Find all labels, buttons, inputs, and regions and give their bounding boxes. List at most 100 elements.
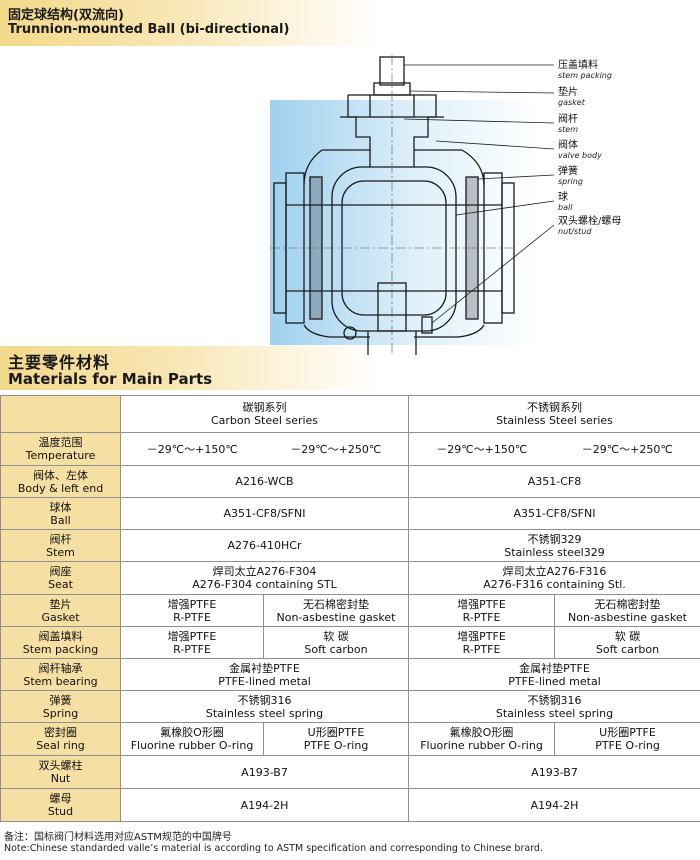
row-header-stud: 螺母 Stud xyxy=(0,788,121,822)
table-row: 弹簧 Spring 不锈钢316 Stainless steel spring … xyxy=(0,690,700,723)
callout-stem-packing-cn: 压盖填料 xyxy=(558,58,598,71)
cell-line-cn: U形圈PTFE xyxy=(307,726,365,739)
table-row: 碳钢系列 Carbon Steel series 不锈钢系列 Stainless… xyxy=(0,395,700,433)
row-label-en: Seal ring xyxy=(36,739,85,752)
row-label-en: Stud xyxy=(47,805,74,818)
diagram-background xyxy=(270,100,538,345)
row-label-en: Stem bearing xyxy=(23,674,98,688)
cell: A193-B7 xyxy=(408,755,700,789)
row-label-cn: 弹簧 xyxy=(49,693,72,707)
cell: 焊司太立A276-F316 A276-F316 containing Stl. xyxy=(408,561,700,595)
valve-cross-section-diagram: 压盖填料 stem packing 垫片 gasket 阀杆 stem 阀体 v… xyxy=(270,55,621,355)
callout-valve-body-en: valve body xyxy=(558,151,602,160)
group-stainless-cn: 不锈钢系列 xyxy=(527,401,582,414)
cell-line-cn: 增强PTFE xyxy=(167,629,217,643)
cell-line-cn: 无石棉密封垫 xyxy=(303,597,369,611)
table-row: 阀杆 Stem A276-410HCr 不锈钢329 Stainless ste… xyxy=(0,529,700,562)
row-label-en: Nut xyxy=(50,772,71,785)
callout-spring-cn: 弹簧 xyxy=(558,164,578,177)
cell-line-cn: U形圈PTFE xyxy=(599,726,656,739)
cell: A193-B7 xyxy=(120,755,409,789)
cell-line-cn: 氟橡胶O形圈 xyxy=(160,726,224,739)
callout-ball-cn: 球 xyxy=(558,190,568,203)
materials-header: 主要零件材料 Materials for Main Parts xyxy=(0,346,700,390)
cell: A351-CF8 xyxy=(408,465,700,498)
group-carbon-en: Carbon Steel series xyxy=(210,414,319,427)
cell: 不锈钢329 Stainless steel329 xyxy=(408,529,700,562)
cell-line-1: 焊司太立A276-F304 xyxy=(212,565,317,578)
row-header-gasket: 垫片 Gasket xyxy=(0,594,121,627)
group-header-carbon: 碳钢系列 Carbon Steel series xyxy=(120,395,409,433)
materials-title-en: Materials for Main Parts xyxy=(8,370,213,388)
cell: 金属衬垫PTFE PTFE-lined metal xyxy=(408,658,700,691)
callout-nut-stud-cn: 双头螺栓/螺母 xyxy=(558,214,621,227)
cell: 增强PTFE R-PTFE xyxy=(120,594,264,627)
table-row: 双头螺柱 Nut A193-B7 A193-B7 xyxy=(0,755,700,789)
row-label-cn: 阀盖填料 xyxy=(38,629,83,643)
cell-line-en: R-PTFE xyxy=(173,610,211,624)
callout-stem-cn: 阀杆 xyxy=(558,112,578,125)
callout-ball-en: ball xyxy=(558,203,573,212)
cell-line-en: Stainless steel spring xyxy=(205,706,324,720)
callout-stem-en: stem xyxy=(558,125,578,134)
cell-line-cn: 金属衬垫PTFE xyxy=(519,661,590,675)
header-band xyxy=(0,0,380,46)
callout-spring-en: spring xyxy=(558,177,583,186)
cell-line-en: Soft carbon xyxy=(304,642,368,656)
cell-line-cn: 不锈钢316 xyxy=(237,693,292,707)
group-carbon-cn: 碳钢系列 xyxy=(242,401,287,414)
row-header-ball: 球体 Ball xyxy=(0,497,121,530)
cell: A351-CF8/SFNI xyxy=(120,497,409,530)
cell-line-en: Non-asbestine gasket xyxy=(276,610,396,624)
cell: U形圈PTFE PTFE O-ring xyxy=(554,722,700,756)
cell: －29℃～+250℃ xyxy=(263,432,409,466)
cell-line-en: R-PTFE xyxy=(462,610,501,624)
cell-line-en: PTFE O-ring xyxy=(303,739,369,752)
cell: 增强PTFE R-PTFE xyxy=(408,594,555,627)
table-row: 温度范围 Temperature －29℃～+150℃ －29℃～+250℃ －… xyxy=(0,432,700,466)
cell: 软 碳 Soft carbon xyxy=(554,626,700,659)
table-row: 螺母 Stud A194-2H A194-2H xyxy=(0,788,700,822)
cell: A194-2H xyxy=(408,788,700,822)
structure-title-en: Trunnion-mounted Ball (bi-directional) xyxy=(8,22,290,37)
callout-nut-stud-en: nut/stud xyxy=(558,227,592,236)
row-label-cn: 温度范围 xyxy=(38,436,83,449)
row-label-cn: 垫片 xyxy=(49,597,72,611)
cell: 增强PTFE R-PTFE xyxy=(408,626,555,659)
cell: 金属衬垫PTFE PTFE-lined metal xyxy=(120,658,409,691)
cell-line-en: PTFE-lined metal xyxy=(218,674,311,688)
row-label-cn: 球体 xyxy=(49,500,72,514)
row-header-bearing: 阀杆轴承 Stem bearing xyxy=(0,658,121,691)
table-row: 垫片 Gasket 增强PTFE R-PTFE 无石棉密封垫 Non-asbes… xyxy=(0,594,700,627)
row-header-sealring: 密封圈 Seal ring xyxy=(0,722,121,756)
cell-line-cn: 增强PTFE xyxy=(457,597,506,611)
cell-line-en: PTFE-lined metal xyxy=(508,674,601,688)
row-label-cn: 阀杆 xyxy=(49,532,72,546)
row-label-en: Stem packing xyxy=(22,642,99,656)
cell: A276-410HCr xyxy=(120,529,409,562)
cell-line-2: A276-F304 containing STL xyxy=(192,578,337,591)
cell: －29℃～+250℃ xyxy=(554,432,700,466)
cell: 不锈钢316 Stainless steel spring xyxy=(120,690,409,723)
cell-line-cn: 不锈钢316 xyxy=(527,693,582,707)
callout-gasket-en: gasket xyxy=(558,98,586,107)
table-row: 球体 Ball A351-CF8/SFNI A351-CF8/SFNI xyxy=(0,497,700,530)
cell-line-en: R-PTFE xyxy=(462,642,501,656)
row-label-en: Spring xyxy=(42,706,79,720)
row-header-packing: 阀盖填料 Stem packing xyxy=(0,626,121,659)
group-stainless-en: Stainless Steel series xyxy=(496,414,613,427)
row-header-nut: 双头螺柱 Nut xyxy=(0,755,121,789)
cell: 无石棉密封垫 Non-asbestine gasket xyxy=(263,594,409,627)
row-label-en: Temperature xyxy=(25,449,96,462)
cell-line-1: 焊司太立A276-F316 xyxy=(502,565,607,578)
cell: 软 碳 Soft carbon xyxy=(263,626,409,659)
row-header-stem: 阀杆 Stem xyxy=(0,529,121,562)
note-en: Note:Chinese standarded valle’s material… xyxy=(4,843,543,854)
materials-table: 碳钢系列 Carbon Steel series 不锈钢系列 Stainless… xyxy=(0,395,700,822)
materials-title-cn: 主要零件材料 xyxy=(8,353,111,372)
row-label-cn: 双头螺柱 xyxy=(38,759,83,772)
row-label-en: Body & left end xyxy=(17,481,104,495)
note-cn: 备注：国标阀门材料选用对应ASTM规范的中国牌号 xyxy=(4,832,232,843)
row-label-en: Stem xyxy=(46,545,75,559)
group-header-stainless: 不锈钢系列 Stainless Steel series xyxy=(408,395,700,433)
